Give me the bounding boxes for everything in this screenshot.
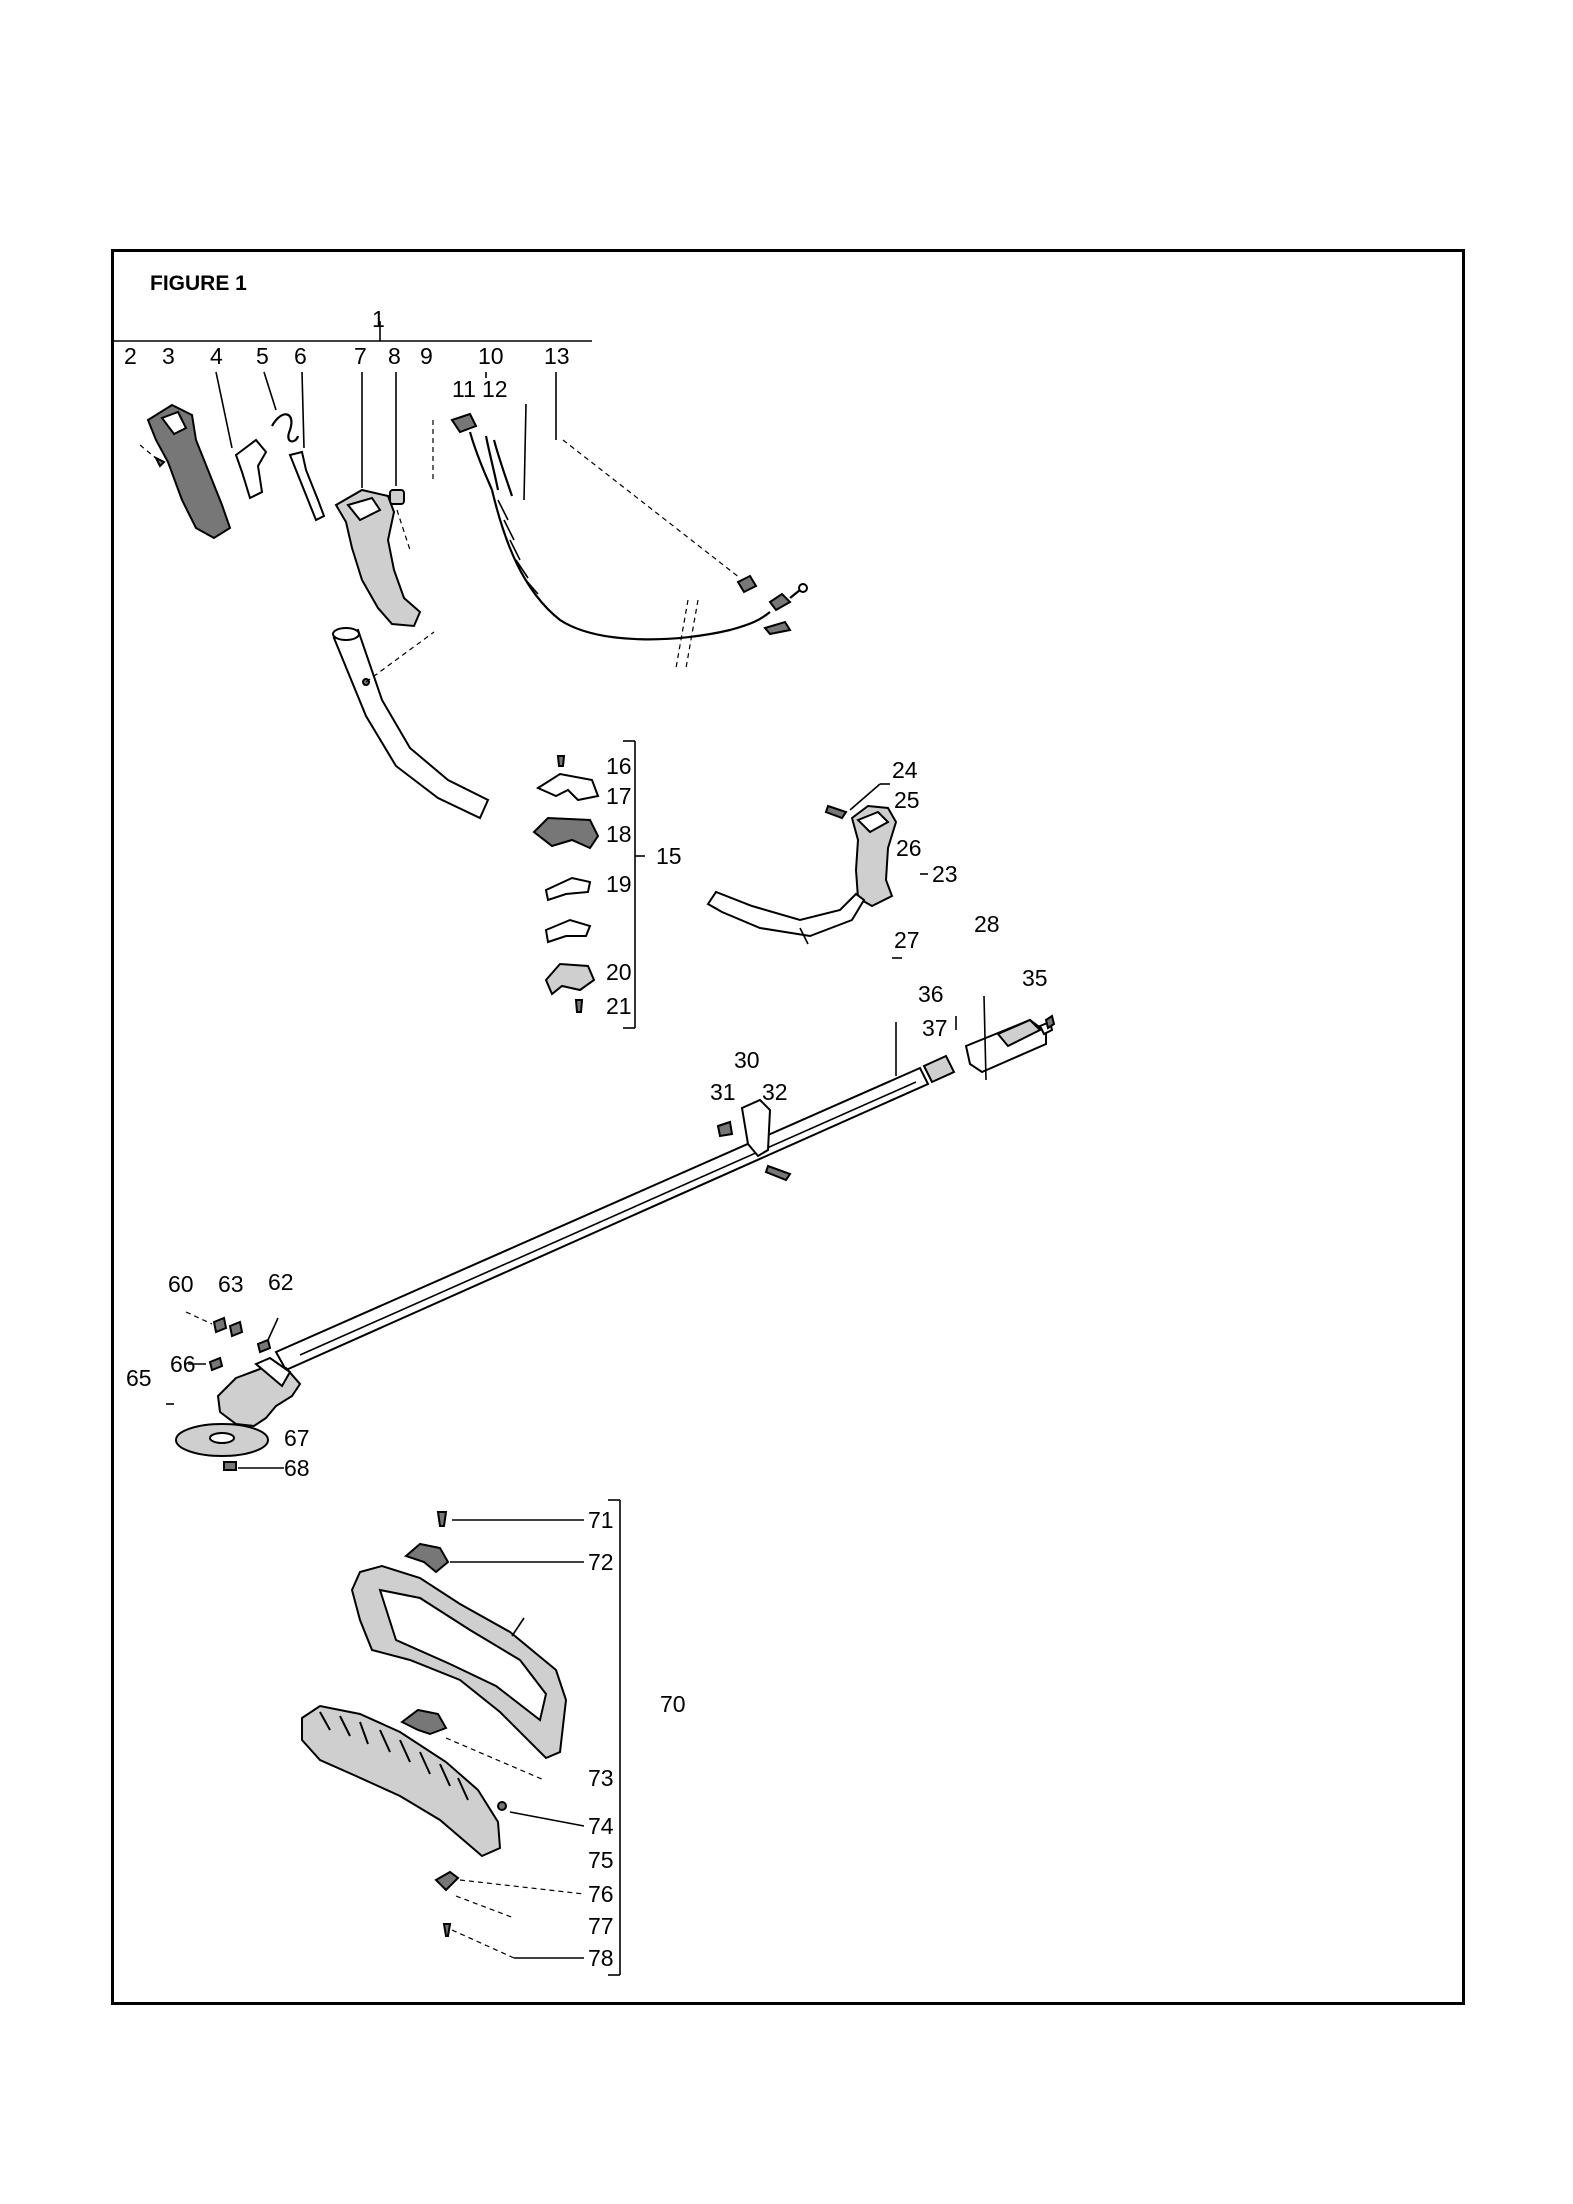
drive-tube-assembly [274, 995, 1056, 1372]
label-21: 21 [606, 993, 632, 1019]
label-32: 32 [762, 1079, 788, 1105]
handle-tube [332, 627, 490, 820]
label-27: 27 [894, 927, 920, 953]
label-4: 4 [210, 343, 223, 369]
clamp-liner-upper [544, 876, 592, 902]
clamp-body [532, 816, 600, 850]
label-3: 3 [162, 343, 175, 369]
label-12: 12 [482, 376, 508, 402]
hanger-nut [716, 1120, 734, 1138]
label-5: 5 [256, 343, 269, 369]
handle-screw-24 [824, 804, 848, 820]
label-28: 28 [974, 911, 1000, 937]
clamp-top [535, 772, 600, 802]
spacer-37 [922, 1054, 956, 1084]
drive-tube [274, 1066, 930, 1372]
front-grip [850, 804, 898, 908]
gear-head-screw-63 [228, 1320, 244, 1338]
screw-21 [574, 999, 584, 1013]
label-2: 2 [124, 343, 137, 369]
label-8: 8 [388, 343, 401, 369]
guard-clamp-72 [404, 1542, 450, 1574]
label-11: 11 [452, 376, 476, 402]
label-70: 70 [660, 1691, 686, 1717]
cable-sheath [490, 489, 771, 641]
part-labels: 1 2 3 4 5 6 7 8 9 10 11 12 13 15 16 17 1… [124, 306, 1048, 1971]
label-77: 77 [588, 1913, 614, 1939]
label-25: 25 [894, 787, 920, 813]
label-26: 26 [896, 835, 922, 861]
label-16: 16 [606, 753, 632, 779]
label-leaders [215, 371, 557, 501]
throttle-trigger [234, 438, 268, 500]
handle-bar [706, 890, 866, 938]
label-73: 73 [588, 1765, 614, 1791]
label-20: 20 [606, 959, 632, 985]
label-6: 6 [294, 343, 307, 369]
hanger-bolt [764, 1164, 792, 1182]
label-37: 37 [922, 1015, 948, 1041]
label-67: 67 [284, 1425, 310, 1451]
clamp-liner-lower [544, 918, 592, 944]
bolt-62 [256, 1338, 272, 1354]
throttle-lock-lever [288, 450, 326, 522]
handle-bushing [389, 489, 405, 505]
front-handle-assembly [706, 783, 928, 959]
label-9: 9 [420, 343, 433, 369]
guard-clamp-73 [400, 1708, 448, 1736]
label-63: 63 [218, 1271, 244, 1297]
label-10: 10 [478, 343, 504, 369]
label-19: 19 [606, 871, 632, 897]
handle-clamp-group [532, 740, 645, 1029]
label-13: 13 [544, 343, 570, 369]
label-68: 68 [284, 1455, 310, 1481]
label-35: 35 [1022, 965, 1048, 991]
label-60: 60 [168, 1271, 194, 1297]
rear-handle-half [146, 403, 232, 540]
label-17: 17 [606, 783, 632, 809]
figure-title: FIGURE 1 [150, 272, 247, 295]
label-62: 62 [268, 1269, 294, 1295]
hanger-bracket [740, 1098, 772, 1158]
gear-head-assembly [166, 1311, 302, 1471]
line-cutter-76 [434, 1870, 460, 1892]
rear-handle-assembly [139, 403, 478, 628]
label-71: 71 [588, 1507, 614, 1533]
stop-switch [450, 412, 478, 434]
clamp-bottom [544, 962, 596, 996]
label-18: 18 [606, 821, 632, 847]
lower-guard [301, 1704, 502, 1858]
trigger-spring [271, 413, 300, 443]
screw-78 [442, 1923, 452, 1937]
label-75: 75 [588, 1847, 614, 1873]
label-30: 30 [734, 1047, 760, 1073]
label-24: 24 [892, 757, 918, 783]
gear-head-screw-60 [212, 1316, 228, 1334]
group-1-bracket [113, 321, 592, 342]
label-23: 23 [932, 861, 958, 887]
figure-frame [111, 249, 1465, 2005]
screw-2 [153, 455, 166, 468]
label-76: 76 [588, 1881, 614, 1907]
guard-screw-71 [436, 1511, 448, 1527]
nut-68 [223, 1461, 237, 1471]
washer-66 [208, 1356, 224, 1372]
label-78: 78 [588, 1945, 614, 1971]
label-31: 31 [710, 1079, 736, 1105]
label-66: 66 [170, 1351, 196, 1377]
label-74: 74 [588, 1813, 614, 1839]
label-7: 7 [354, 343, 367, 369]
label-65: 65 [126, 1365, 152, 1391]
label-1: 1 [372, 306, 385, 332]
guard-bolt-74 [497, 1801, 507, 1811]
screw-16 [556, 755, 566, 767]
throttle-cable [468, 431, 808, 669]
label-15: 15 [656, 843, 682, 869]
label-36: 36 [918, 981, 944, 1007]
label-72: 72 [588, 1549, 614, 1575]
guard-assembly [301, 1499, 621, 1976]
